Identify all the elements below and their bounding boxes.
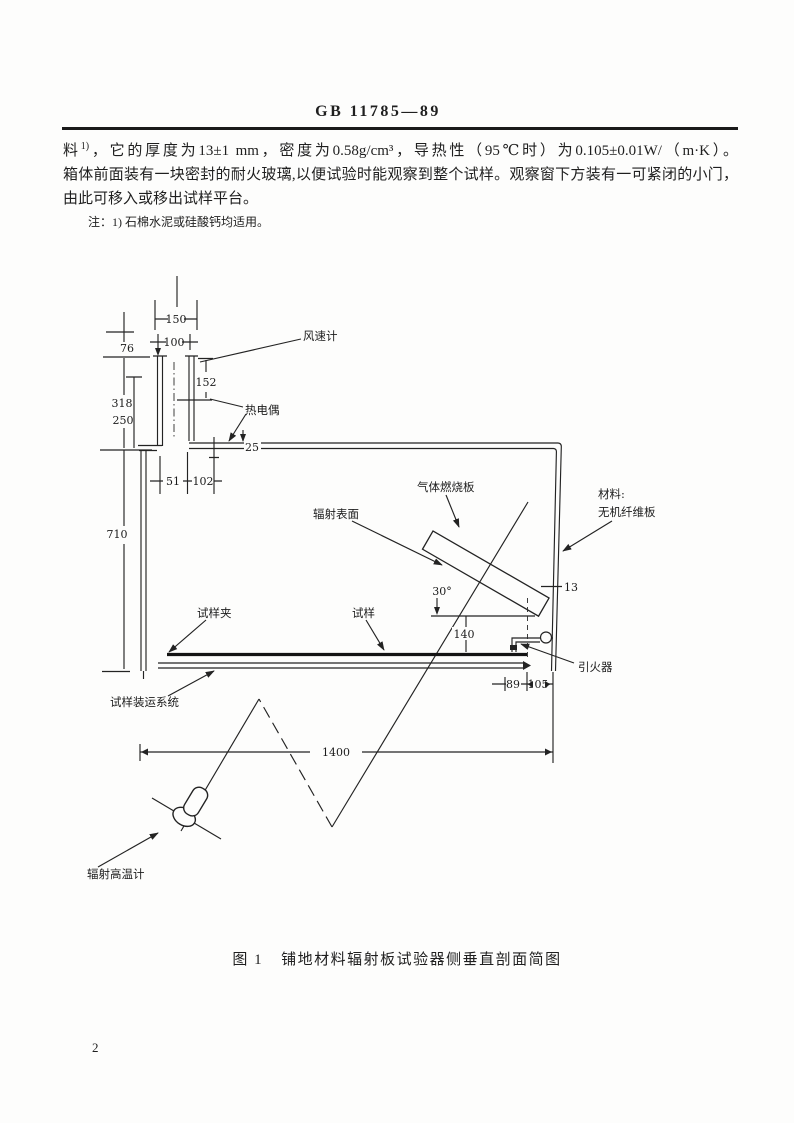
dim-stack-probe-depth: 152	[196, 376, 217, 389]
specimen-platform	[158, 652, 531, 670]
dim-stack-cap-height: 76	[120, 342, 134, 355]
figure-caption-title: 铺地材料辐射板试验器侧垂直剖面简图	[281, 952, 562, 968]
specimen-holder-leader	[168, 619, 207, 653]
thermocouple-leader-upper	[209, 398, 244, 408]
body-line-2: 箱体前面装有一块密封的耐火玻璃,以便试验时能观察到整个试样。观察窗下方装有一可紧…	[63, 167, 738, 183]
specimen-leader	[365, 619, 385, 651]
label-material-name: 无机纤维板	[598, 505, 656, 519]
dim-panel-angle: 30°	[432, 585, 452, 598]
igniter-offset-dimensions	[492, 672, 553, 691]
left-dimension-chain	[100, 312, 152, 673]
gas-burner-panel-leader	[445, 494, 460, 528]
label-thermocouple: 热电偶	[245, 403, 280, 417]
body-line-1-rest: ，它的厚度为13±1 mm，密度为0.58g/cm³，导热性（95℃时）为0.1…	[89, 143, 738, 159]
label-material-title: 材料:	[598, 487, 625, 501]
dim-stack-width: 102	[193, 475, 214, 488]
stack-offset-dimensions	[150, 452, 222, 494]
dim-wall-to-stack: 51	[166, 475, 180, 488]
panel-angle-annotation	[431, 598, 535, 652]
label-radiant-surface: 辐射表面	[313, 507, 359, 521]
footnote: 注：1) 石棉水泥或硅酸钙均适用。	[88, 215, 269, 229]
dim-specimen-edge-inset: 105	[528, 678, 549, 691]
label-specimen-holder: 试样夹	[197, 606, 232, 620]
figure-caption: 图 1 铺地材料辐射板试验器侧垂直剖面简图	[8, 948, 786, 969]
transport-system-leader	[167, 670, 215, 697]
radiation-pyrometer-device	[172, 786, 209, 828]
header-rule	[62, 127, 738, 130]
label-specimen-transport-system: 试样装运系统	[110, 695, 179, 709]
body-line-1-text: 料	[63, 143, 81, 159]
label-igniter: 引火器	[578, 660, 613, 674]
dim-chamber-height: 710	[107, 528, 128, 541]
igniter-assembly	[510, 598, 553, 658]
label-gas-burner-panel: 气体燃烧板	[417, 480, 475, 494]
dim-upper-left-height: 318	[112, 397, 133, 410]
dim-inner-left-height: 250	[113, 414, 134, 427]
dim-panel-to-specimen: 140	[454, 628, 475, 641]
figure-caption-label: 图 1	[232, 952, 264, 968]
dim-panel-clearance: 13	[564, 581, 578, 594]
dim-stack-throat-width: 100	[164, 336, 185, 349]
test-chamber-walls	[138, 442, 562, 679]
material-leader	[562, 520, 613, 552]
page-number: 2	[92, 1040, 99, 1055]
pyrometer-leader	[97, 832, 159, 868]
dim-stack-top-width: 150	[166, 313, 187, 326]
body-line-3: 由此可移入或移出试样平台。	[63, 191, 259, 207]
gas-burner-panel-shape	[421, 530, 550, 618]
thermocouple-leader-lower	[228, 413, 247, 442]
exhaust-slot-dimension	[209, 430, 246, 494]
leader-lines	[97, 338, 613, 868]
dim-140-bg	[452, 627, 477, 640]
body-line-1: 料1)，它的厚度为13±1 mm，密度为0.58g/cm³，导热性（95℃时）为…	[63, 139, 738, 160]
label-radiation-pyrometer: 辐射高温计	[87, 867, 145, 881]
radiant-surface-leader	[351, 520, 443, 566]
dim-chamber-length: 1400	[322, 746, 350, 759]
dim-exhaust-slot: 25	[245, 441, 259, 454]
igniter-leader	[520, 643, 575, 664]
chamber-length-dimension	[139, 672, 554, 763]
standard-code: GB 11785—89	[315, 103, 441, 120]
label-anemometer: 风速计	[303, 329, 338, 343]
exhaust-stack	[150, 276, 213, 446]
superscript-note-ref: 1)	[80, 141, 90, 152]
label-specimen: 试样	[352, 606, 375, 620]
dim-igniter-inset: 89	[506, 678, 520, 691]
anemometer-leader	[199, 338, 302, 363]
